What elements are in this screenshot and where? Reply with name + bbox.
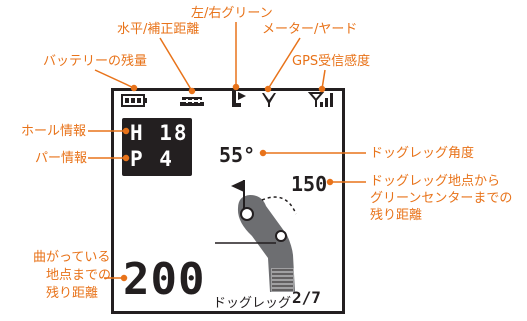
hole-par-box: [122, 118, 192, 176]
page-indicator: 2/7: [292, 288, 321, 307]
gps-signal-icon: [307, 92, 333, 107]
fairway-hatch: [272, 269, 293, 291]
remaining-distance-value: 200: [123, 254, 206, 305]
callout-connectors: [88, 22, 366, 282]
hole-number: H 18: [130, 121, 189, 145]
label-par-info: パー情報: [35, 151, 88, 166]
par-number: P 4: [130, 147, 174, 171]
dogleg-angle-value: 55°: [219, 143, 256, 167]
label-bend-remaining-1: 曲がっている: [33, 250, 111, 265]
label-dogleg-distance-1: ドッグレッグ地点から: [370, 174, 501, 189]
label-dogleg-distance-3: 残り距離: [370, 208, 423, 223]
connector-meter-yard: [267, 37, 301, 90]
left-right-green-icon: [232, 91, 246, 107]
label-hole-info: ホール情報: [21, 124, 87, 139]
footer-dogleg-label: ドッグレッグ: [213, 296, 292, 311]
label-battery: バッテリーの残量: [43, 54, 148, 69]
dogleg-distance-value: 150: [291, 172, 328, 196]
label-dogleg-angle: ドッグレッグ角度: [370, 146, 475, 161]
flag-icon: [231, 180, 254, 221]
battery-icon: [121, 94, 147, 107]
connector-battery: [94, 69, 135, 89]
label-bend-remaining-2: 地点までの: [46, 268, 112, 283]
connector-horizontal: [159, 37, 193, 92]
label-dogleg-distance-2: グリーンセンターまでの: [370, 191, 513, 206]
label-bend-remaining-3: 残り距離: [46, 286, 99, 301]
label-horizontal-distance: 水平/補正距離: [117, 22, 200, 37]
label-gps: GPS受信感度: [292, 54, 371, 69]
slope-icon: [180, 97, 204, 106]
fairway-graphic: [215, 180, 297, 292]
label-meter-yard: メーター/ヤード: [262, 22, 358, 37]
yard-icon: [262, 93, 276, 107]
label-left-right-green: 左/右グリーン: [191, 6, 273, 21]
